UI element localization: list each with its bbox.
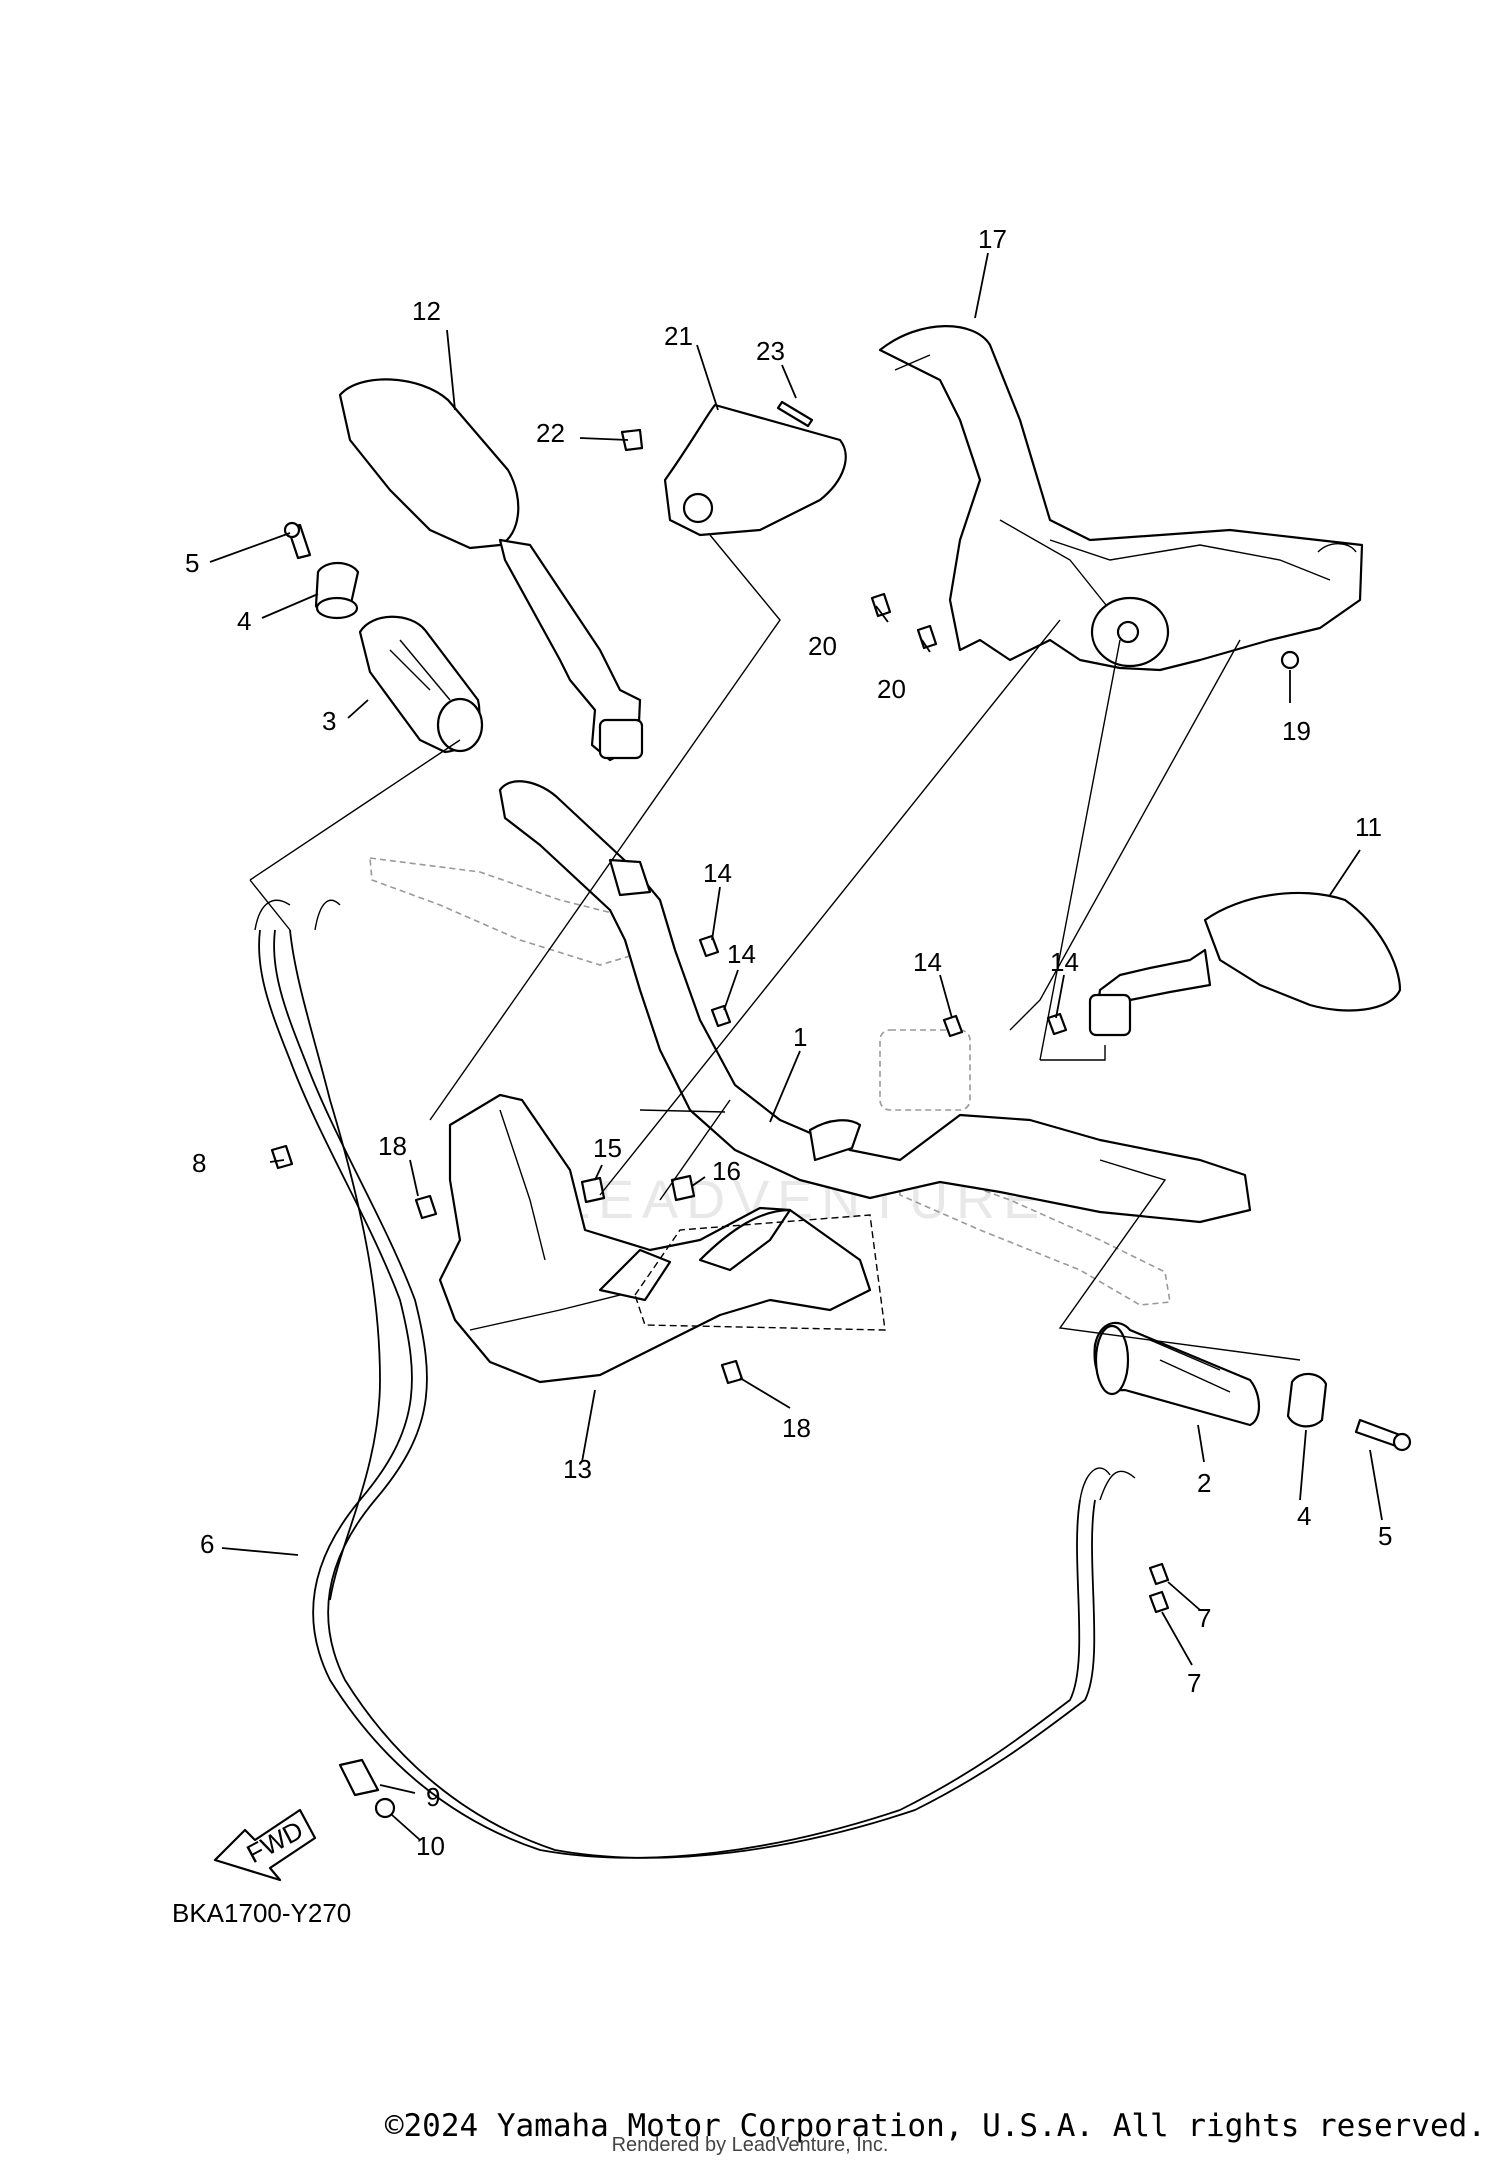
balancer-weight-4-left[interactable] xyxy=(314,561,360,620)
copyright-notice: ©2024 Yamaha Motor Corporation, U.S.A. A… xyxy=(384,2108,1486,2144)
handlebar-throttle-section xyxy=(879,1029,971,1111)
callout-11: 11 xyxy=(1355,812,1382,842)
callout-14-c: 14 xyxy=(913,947,942,977)
bolts-7[interactable] xyxy=(1148,1562,1170,1614)
nut-10[interactable] xyxy=(374,1797,396,1819)
screw-19[interactable] xyxy=(1280,650,1300,670)
ghost-left-lever xyxy=(369,857,652,966)
left-mirror[interactable] xyxy=(338,378,644,762)
callout-20-b: 20 xyxy=(877,674,906,704)
callout-14-b: 14 xyxy=(727,939,756,969)
callout-6: 6 xyxy=(200,1529,214,1559)
bolt-5-left[interactable] xyxy=(283,521,312,560)
handlebar[interactable] xyxy=(498,780,1252,1224)
screw-18-b[interactable] xyxy=(720,1359,744,1385)
right-mirror[interactable] xyxy=(1088,891,1402,1037)
callout-2: 2 xyxy=(1197,1468,1211,1498)
callout-numbers: 17 12 21 23 22 5 4 3 20 20 19 11 14 14 1… xyxy=(185,224,1392,1861)
clip-16[interactable] xyxy=(670,1174,696,1202)
screw-22[interactable] xyxy=(620,428,644,452)
callout-14-d: 14 xyxy=(1050,947,1079,977)
bolt-5-right[interactable] xyxy=(1354,1418,1412,1452)
rendered-by-notice: Rendered by LeadVenture, Inc. xyxy=(611,2134,889,2156)
callout-7-b: 7 xyxy=(1187,1668,1201,1698)
callout-10: 10 xyxy=(416,1831,445,1861)
grip-2-right[interactable] xyxy=(1093,1321,1261,1427)
callout-21: 21 xyxy=(664,321,693,351)
screw-14-b[interactable] xyxy=(710,1004,732,1028)
callout-leaders xyxy=(209,252,1383,1841)
callout-1: 1 xyxy=(793,1022,807,1052)
callout-8: 8 xyxy=(192,1148,206,1178)
grip-3-left[interactable] xyxy=(358,615,484,754)
balancer-weight-4-right[interactable] xyxy=(1286,1372,1328,1428)
forward-direction-arrow: FWD xyxy=(213,1808,317,1882)
screw-18-a[interactable] xyxy=(414,1194,438,1220)
callout-16: 16 xyxy=(712,1156,741,1186)
assembly-leaders xyxy=(249,534,1301,1361)
callout-18-a: 18 xyxy=(378,1131,407,1161)
screw-14-c[interactable] xyxy=(942,1014,964,1038)
callout-23: 23 xyxy=(756,336,785,366)
screw-20-a[interactable] xyxy=(870,592,892,618)
callout-7-a: 7 xyxy=(1197,1603,1211,1633)
callout-12: 12 xyxy=(412,296,441,326)
callout-22: 22 xyxy=(536,418,565,448)
callout-13: 13 xyxy=(563,1454,592,1484)
callout-15: 15 xyxy=(593,1133,622,1163)
callout-14-a: 14 xyxy=(703,858,732,888)
callout-17: 17 xyxy=(978,224,1007,254)
emblem-23[interactable] xyxy=(776,400,814,428)
ghost-right-lever xyxy=(899,1158,1171,1306)
diagram-code: BKA1700-Y270 xyxy=(172,1898,351,1928)
callout-5-right: 5 xyxy=(1378,1521,1392,1551)
cable-left-to-right[interactable] xyxy=(254,899,1136,1859)
callout-18-b: 18 xyxy=(782,1413,811,1443)
callout-9: 9 xyxy=(426,1782,440,1812)
callout-20-a: 20 xyxy=(808,631,837,661)
clip-15[interactable] xyxy=(580,1176,606,1204)
bolt-8[interactable] xyxy=(270,1144,294,1170)
front-cover-upper[interactable] xyxy=(878,325,1364,672)
callout-3: 3 xyxy=(322,706,336,736)
screw-14-a[interactable] xyxy=(698,934,720,958)
front-cover-lower[interactable] xyxy=(438,1093,872,1384)
screw-20-b[interactable] xyxy=(916,624,938,650)
handlebar-cover-front[interactable] xyxy=(663,403,847,537)
callout-19: 19 xyxy=(1282,716,1311,746)
cable-clamp-9[interactable] xyxy=(338,1758,380,1797)
callout-4-left: 4 xyxy=(237,606,251,636)
callout-5-left: 5 xyxy=(185,548,199,578)
callout-4-right: 4 xyxy=(1297,1501,1311,1531)
